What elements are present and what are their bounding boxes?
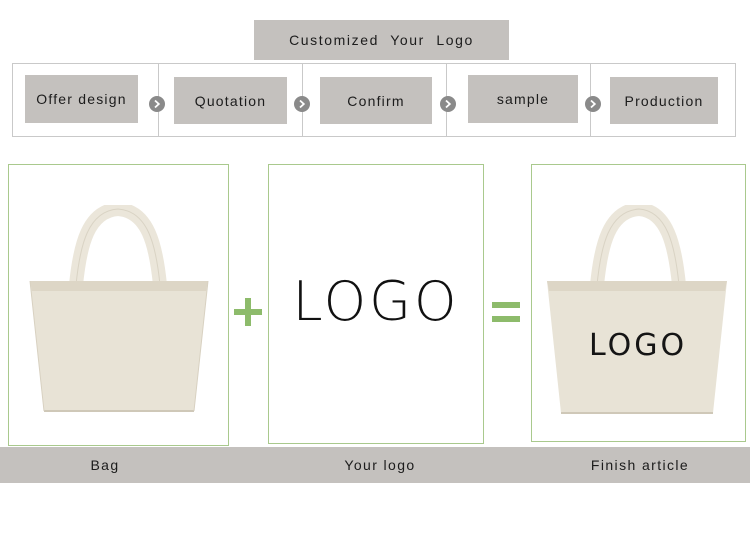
logo-panel bbox=[268, 164, 484, 444]
step-quotation: Quotation bbox=[174, 77, 287, 124]
caption-band bbox=[0, 447, 750, 483]
process-steps bbox=[12, 63, 736, 137]
step-offer-design: Offer design bbox=[25, 75, 138, 123]
chevron-right-icon bbox=[440, 96, 456, 112]
bag-logo-print: LOGO bbox=[588, 328, 688, 363]
plus-icon bbox=[234, 298, 262, 326]
chevron-right-icon bbox=[149, 96, 165, 112]
finished-bag-image bbox=[547, 205, 727, 414]
caption-your-logo: Your logo bbox=[344, 457, 416, 473]
caption-finish-article: Finish article bbox=[590, 457, 690, 473]
caption-bag: Bag bbox=[90, 457, 120, 473]
page-title: Customized Your Logo bbox=[254, 20, 509, 60]
equals-icon bbox=[492, 302, 520, 322]
logo-sample: LOGO bbox=[292, 270, 460, 333]
step-sample: sample bbox=[468, 75, 578, 123]
step-production: Production bbox=[610, 77, 718, 124]
chevron-right-icon bbox=[294, 96, 310, 112]
step-confirm: Confirm bbox=[320, 77, 432, 124]
tote-bag-image bbox=[29, 205, 209, 412]
chevron-right-icon bbox=[585, 96, 601, 112]
